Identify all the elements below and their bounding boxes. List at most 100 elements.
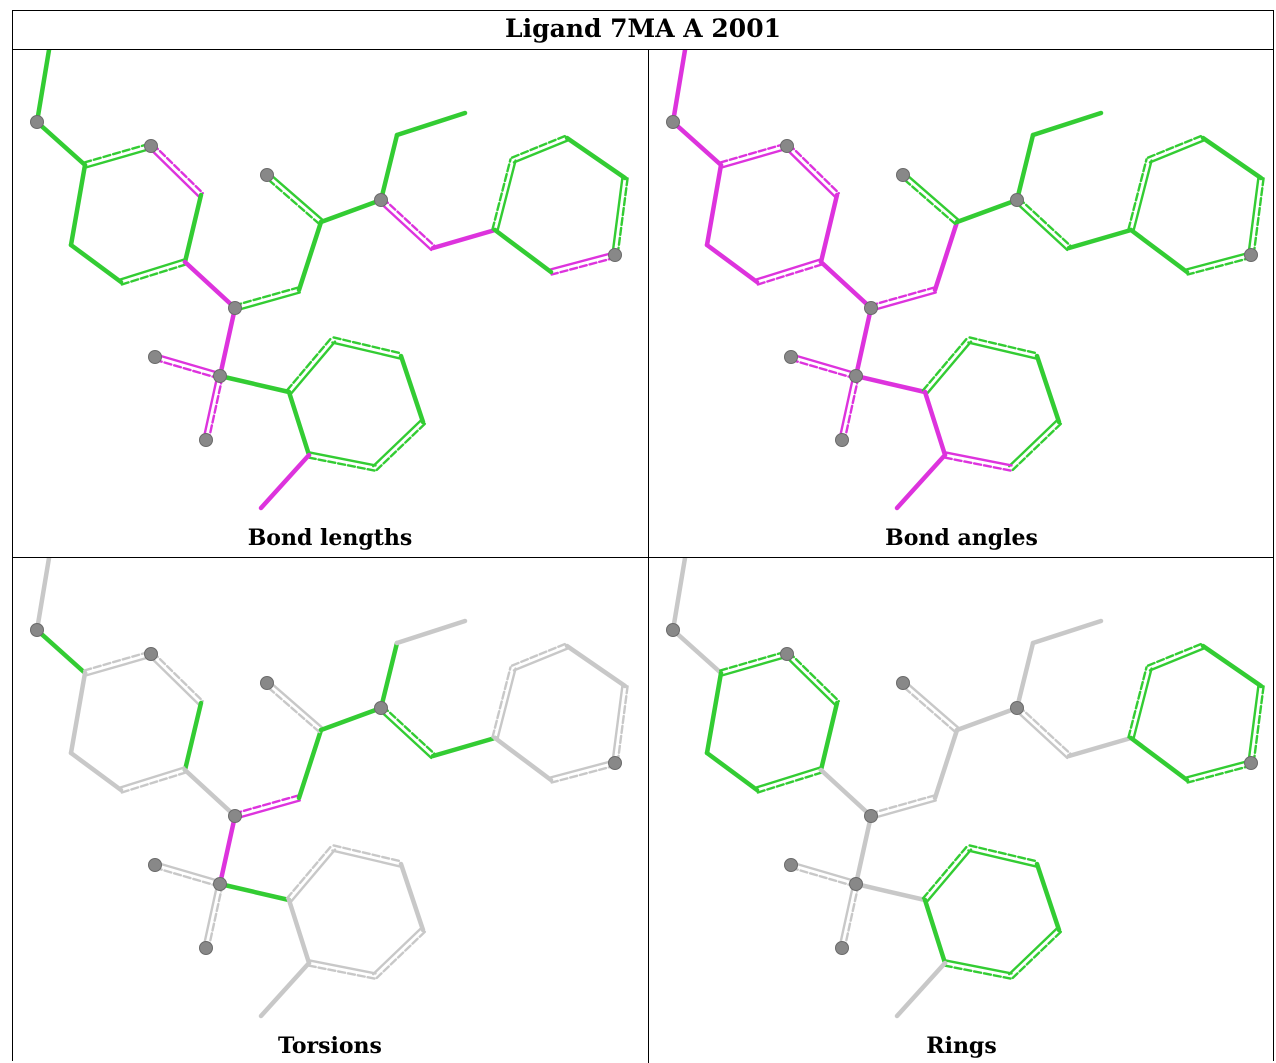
bond-d1-d2 — [967, 844, 1039, 868]
bond-m2-c1 — [378, 132, 400, 203]
bond-d2-d3 — [398, 861, 426, 933]
bond-b5-b6 — [1185, 759, 1253, 784]
caption-bond-angles: Bond angles — [885, 525, 1038, 551]
bond-b6-b1 — [492, 227, 554, 275]
bond-b4-b5 — [611, 684, 629, 765]
bond-l2-m1 — [264, 679, 324, 734]
bond-d5-d6 — [258, 452, 312, 511]
bond-c1-c2 — [394, 110, 468, 138]
bond-n1-l1 — [233, 286, 301, 312]
bond-c1-c2 — [394, 618, 468, 646]
bond-m2-b0 — [378, 196, 436, 252]
bond-r3-n1 — [818, 259, 874, 311]
atom-q1 — [213, 369, 227, 383]
bond-d0-d1 — [285, 845, 337, 903]
bond-n1-q1 — [853, 305, 874, 379]
bond-r4-r5 — [704, 750, 760, 793]
atom-n1 — [228, 809, 242, 823]
bond-m2-c1 — [1014, 640, 1036, 711]
bond-a1-a2 — [34, 558, 52, 633]
torsions-panel — [30, 558, 629, 1019]
bond-r5-a3 — [704, 162, 724, 248]
atom-b5 — [608, 756, 622, 770]
bond-m2-b0 — [1014, 196, 1072, 252]
bond-b4-b5 — [1247, 176, 1265, 257]
atom-r1 — [780, 647, 794, 661]
bond-angles-panel — [666, 50, 1265, 511]
bond-l2-m1 — [264, 171, 324, 226]
atom-q1 — [849, 877, 863, 891]
bond-r2-r3 — [182, 192, 204, 265]
atom-q1 — [849, 369, 863, 383]
bond-l1-l2 — [932, 219, 960, 293]
bond-d2-d3 — [1034, 353, 1062, 425]
bond-d3-d4 — [372, 926, 426, 980]
bond-a3-r1 — [719, 650, 789, 677]
bond-q1-q2 — [789, 353, 858, 380]
atom-r1 — [780, 139, 794, 153]
bond-n1-l1 — [869, 794, 937, 820]
atom-q2 — [784, 350, 798, 364]
atom-m2 — [1010, 701, 1024, 715]
bond-r2-r3 — [182, 700, 204, 773]
bond-a1-a2 — [34, 50, 52, 125]
atom-a2 — [30, 115, 44, 129]
bond-l2-m2 — [954, 197, 1020, 225]
bond-r5-a3 — [704, 670, 724, 756]
bond-b5-b6 — [549, 759, 617, 784]
atom-q2 — [148, 858, 162, 872]
bond-r3-r4 — [755, 258, 823, 286]
bond-b1-b2 — [491, 158, 517, 232]
bond-a3-r1 — [83, 142, 153, 169]
bond-r1-r2 — [783, 142, 841, 199]
bond-n1-l1 — [233, 794, 301, 820]
bond-d1-d2 — [331, 336, 403, 360]
bond-a1-a2 — [670, 50, 688, 125]
bond-d3-d4 — [1008, 418, 1062, 472]
bond-r2-r3 — [818, 192, 840, 265]
bond-lengths-panel — [30, 50, 629, 511]
bond-d2-d3 — [1034, 861, 1062, 933]
atom-b5 — [608, 248, 622, 262]
bond-b1-b2 — [491, 666, 517, 740]
atom-a2 — [30, 623, 44, 637]
atom-r1 — [144, 647, 158, 661]
bond-l2-m2 — [318, 705, 384, 733]
bond-d5-d0 — [286, 897, 312, 966]
bond-b2-b3 — [510, 134, 570, 164]
bond-r2-r3 — [818, 700, 840, 773]
bond-c1-c2 — [1030, 110, 1104, 138]
bond-b3-b4 — [564, 643, 628, 689]
bond-a2-a3 — [34, 119, 88, 168]
atom-m1 — [896, 676, 910, 690]
bond-a3-r1 — [719, 142, 789, 169]
bond-r3-r4 — [755, 766, 823, 794]
bond-d5-d6 — [894, 960, 948, 1019]
bond-d4-d5 — [943, 959, 1013, 980]
atom-a2 — [666, 623, 680, 637]
bond-m2-c1 — [378, 640, 400, 711]
atom-b5 — [1244, 248, 1258, 262]
bond-l2-m1 — [900, 679, 960, 734]
bond-b3-b4 — [1200, 643, 1264, 689]
bond-r4-r5 — [704, 242, 760, 285]
bond-b6-b1 — [1128, 735, 1190, 783]
caption-torsions: Torsions — [278, 1033, 382, 1059]
bond-b0-b1 — [430, 227, 498, 251]
bond-l1-l2 — [296, 219, 324, 293]
page-title: Ligand 7MA A 2001 — [505, 14, 781, 43]
bond-b4-b5 — [1247, 684, 1265, 765]
bond-b6-b1 — [1128, 227, 1190, 275]
atom-q3 — [199, 433, 213, 447]
bond-a1-a2 — [670, 558, 688, 633]
column-divider — [648, 49, 649, 1063]
bond-q1-q3 — [838, 882, 860, 950]
bond-d5-d0 — [922, 389, 948, 458]
bond-d3-d4 — [372, 418, 426, 472]
bond-n1-q1 — [217, 813, 238, 887]
bond-d1-d2 — [967, 336, 1039, 360]
bond-r1-r2 — [783, 650, 841, 707]
bond-n1-q1 — [853, 813, 874, 887]
atom-q3 — [199, 941, 213, 955]
bond-b3-b4 — [564, 135, 628, 181]
